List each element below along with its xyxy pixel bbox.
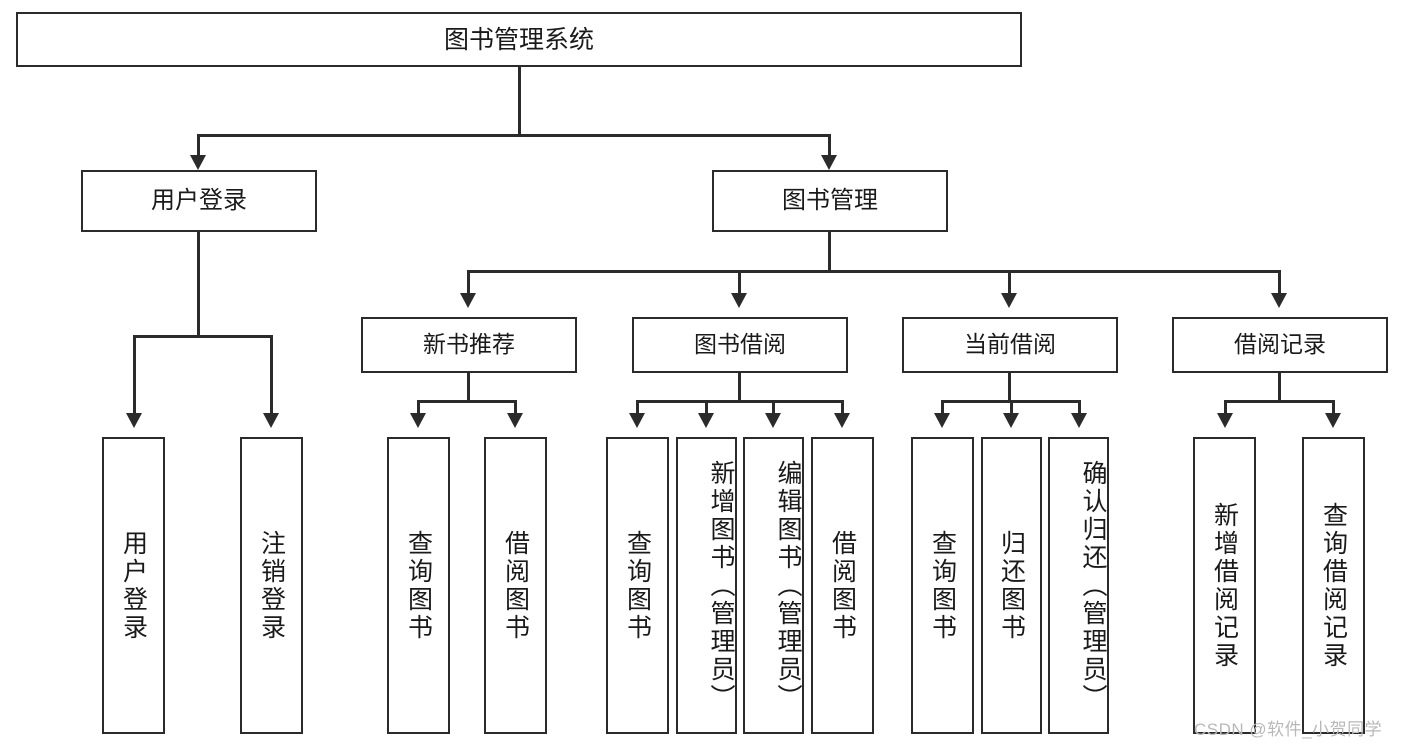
leaf-book-borrow-0[interactable]: 查询图书 [606,437,669,734]
edge-current-borrow-stem [1008,373,1011,402]
edge-user-login-drop-2 [270,335,273,415]
edge-book-mgmt-stem [828,232,831,272]
edge-current-borrow-drop-1 [941,400,944,415]
node-label: 图书管理系统 [443,25,594,54]
arrow-new-book-leaf-2 [507,413,523,428]
edge-borrow-record-drop-1 [1224,400,1227,415]
node-label: 用户登录 [151,186,247,214]
edge-root-stem [518,67,521,134]
edge-book-mgmt-drop-4 [1278,270,1281,295]
arrow-to-user-login [190,155,206,170]
leaf-user-login-1[interactable]: 注销登录 [240,437,303,734]
edge-new-book-drop-1 [417,400,420,415]
node-label: 用户登录 [119,529,148,642]
node-new-book-recommend[interactable]: 新书推荐 [361,317,577,373]
edge-new-book-drop-2 [514,400,517,415]
node-root-system[interactable]: 图书管理系统 [16,12,1022,67]
node-label: 确认归还（管理员） [1079,459,1107,712]
edge-user-login-bus [133,335,272,338]
csdn-watermark: CSDN @软件_小贺同学 [1194,720,1383,739]
leaf-current-borrow-1[interactable]: 归还图书 [981,437,1042,734]
leaf-book-borrow-3[interactable]: 借阅图书 [811,437,874,734]
edge-book-mgmt-drop-1 [467,270,470,295]
leaf-current-borrow-2[interactable]: 确认归还（管理员） [1048,437,1109,734]
leaf-borrow-record-0[interactable]: 新增借阅记录 [1193,437,1256,734]
node-label: 借阅记录 [1234,331,1326,358]
edge-book-mgmt-drop-3 [1008,270,1011,295]
edge-book-borrow-drop-4 [841,400,844,415]
edge-root-to-book-mgmt [828,134,831,157]
node-label: 查询借阅记录 [1319,501,1348,670]
arrow-new-book-leaf-1 [410,413,426,428]
node-user-login[interactable]: 用户登录 [81,170,317,232]
leaf-current-borrow-0[interactable]: 查询图书 [911,437,974,734]
arrow-book-borrow-leaf-3 [765,413,781,428]
node-label: 图书借阅 [694,331,786,358]
node-label: 新增借阅记录 [1210,501,1239,670]
edge-root-to-user-login [197,134,200,157]
node-label: 编辑图书（管理员） [774,459,802,712]
edge-borrow-record-stem [1278,373,1281,402]
edge-book-borrow-drop-2 [705,400,708,415]
node-label: 借阅图书 [501,529,530,642]
node-label: 新书推荐 [423,331,515,358]
node-book-borrow[interactable]: 图书借阅 [632,317,848,373]
arrow-to-book-mgmt [821,155,837,170]
edge-book-borrow-drop-1 [636,400,639,415]
edge-root-bus [197,134,831,137]
node-borrow-record[interactable]: 借阅记录 [1172,317,1388,373]
edge-current-borrow-drop-2 [1010,400,1013,415]
leaf-borrow-record-1[interactable]: 查询借阅记录 [1302,437,1365,734]
edge-book-mgmt-bus [467,270,1279,273]
edge-user-login-drop-1 [133,335,136,415]
node-label: 新增图书（管理员） [707,459,735,712]
edge-book-borrow-stem [738,373,741,402]
arrow-user-login-leaf-2 [263,413,279,428]
node-label: 查询图书 [623,529,652,642]
node-current-borrow[interactable]: 当前借阅 [902,317,1118,373]
arrow-current-borrow-leaf-2 [1003,413,1019,428]
arrow-to-book-borrow [731,293,747,308]
edge-current-borrow-drop-3 [1078,400,1081,415]
leaf-user-login-0[interactable]: 用户登录 [102,437,165,734]
edge-borrow-record-drop-2 [1332,400,1335,415]
arrow-to-new-book-recommend [460,293,476,308]
node-label: 查询图书 [928,529,957,642]
node-label: 注销登录 [257,529,286,642]
leaf-book-borrow-2[interactable]: 编辑图书（管理员） [743,437,804,734]
leaf-new-book-1[interactable]: 借阅图书 [484,437,547,734]
leaf-new-book-0[interactable]: 查询图书 [387,437,450,734]
edge-borrow-record-bus [1224,400,1335,403]
node-label: 当前借阅 [964,331,1056,358]
leaf-book-borrow-1[interactable]: 新增图书（管理员） [676,437,737,734]
edge-book-borrow-bus [636,400,844,403]
arrow-to-borrow-record [1271,293,1287,308]
edge-new-book-stem [467,373,470,402]
node-label: 借阅图书 [828,529,857,642]
node-label: 归还图书 [997,529,1026,642]
arrow-book-borrow-leaf-4 [834,413,850,428]
node-book-management[interactable]: 图书管理 [712,170,948,232]
arrow-book-borrow-leaf-1 [629,413,645,428]
edge-user-login-stem [197,232,200,335]
arrow-borrow-record-leaf-1 [1217,413,1233,428]
edge-book-borrow-drop-3 [772,400,775,415]
arrow-book-borrow-leaf-2 [698,413,714,428]
arrow-current-borrow-leaf-3 [1071,413,1087,428]
arrow-to-current-borrow [1001,293,1017,308]
node-label: 查询图书 [404,529,433,642]
edge-book-mgmt-drop-2 [738,270,741,295]
arrow-user-login-leaf-1 [126,413,142,428]
edge-new-book-bus [417,400,517,403]
arrow-current-borrow-leaf-1 [934,413,950,428]
arrow-borrow-record-leaf-2 [1325,413,1341,428]
node-label: 图书管理 [782,186,878,214]
